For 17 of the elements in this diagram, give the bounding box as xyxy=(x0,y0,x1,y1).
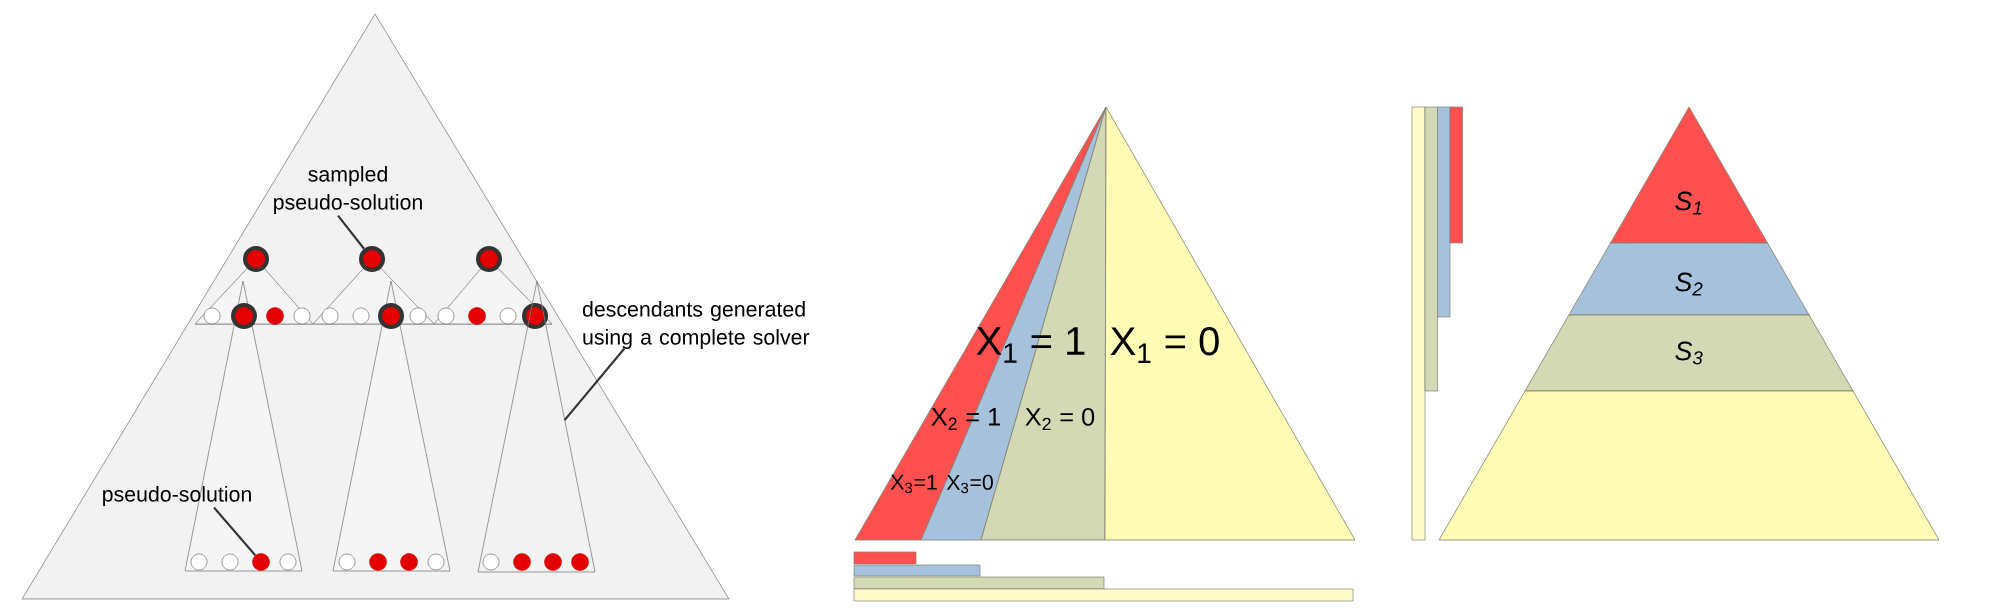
annotation-text: descendants generated using a complete solver xyxy=(582,301,810,349)
leader-line xyxy=(563,347,626,421)
leader-line xyxy=(213,506,257,557)
region-label: X$_{2}$ = 0 xyxy=(1025,407,1095,431)
pyramid-band: S$_{2}$ xyxy=(1568,242,1810,316)
region-label: X$_{3}$=0 xyxy=(946,474,993,494)
pyramid-band: S$_{3}$ xyxy=(1524,314,1854,392)
pyramid-band xyxy=(1438,390,1940,541)
region-label: X$_{1}$ = 0 xyxy=(1110,327,1219,363)
leader-line xyxy=(337,214,365,250)
region-label: X$_{3}$=1 xyxy=(890,474,937,494)
annotation-text: sampled pseudo-solution xyxy=(274,166,422,214)
pyramid-band: S$_{1}$ xyxy=(1610,106,1768,244)
solution-circle xyxy=(359,246,385,272)
annotation-text: pseudo-solution xyxy=(103,486,251,506)
region-label: X$_{1}$ = 1 xyxy=(976,327,1085,363)
solution-circle xyxy=(252,553,270,571)
